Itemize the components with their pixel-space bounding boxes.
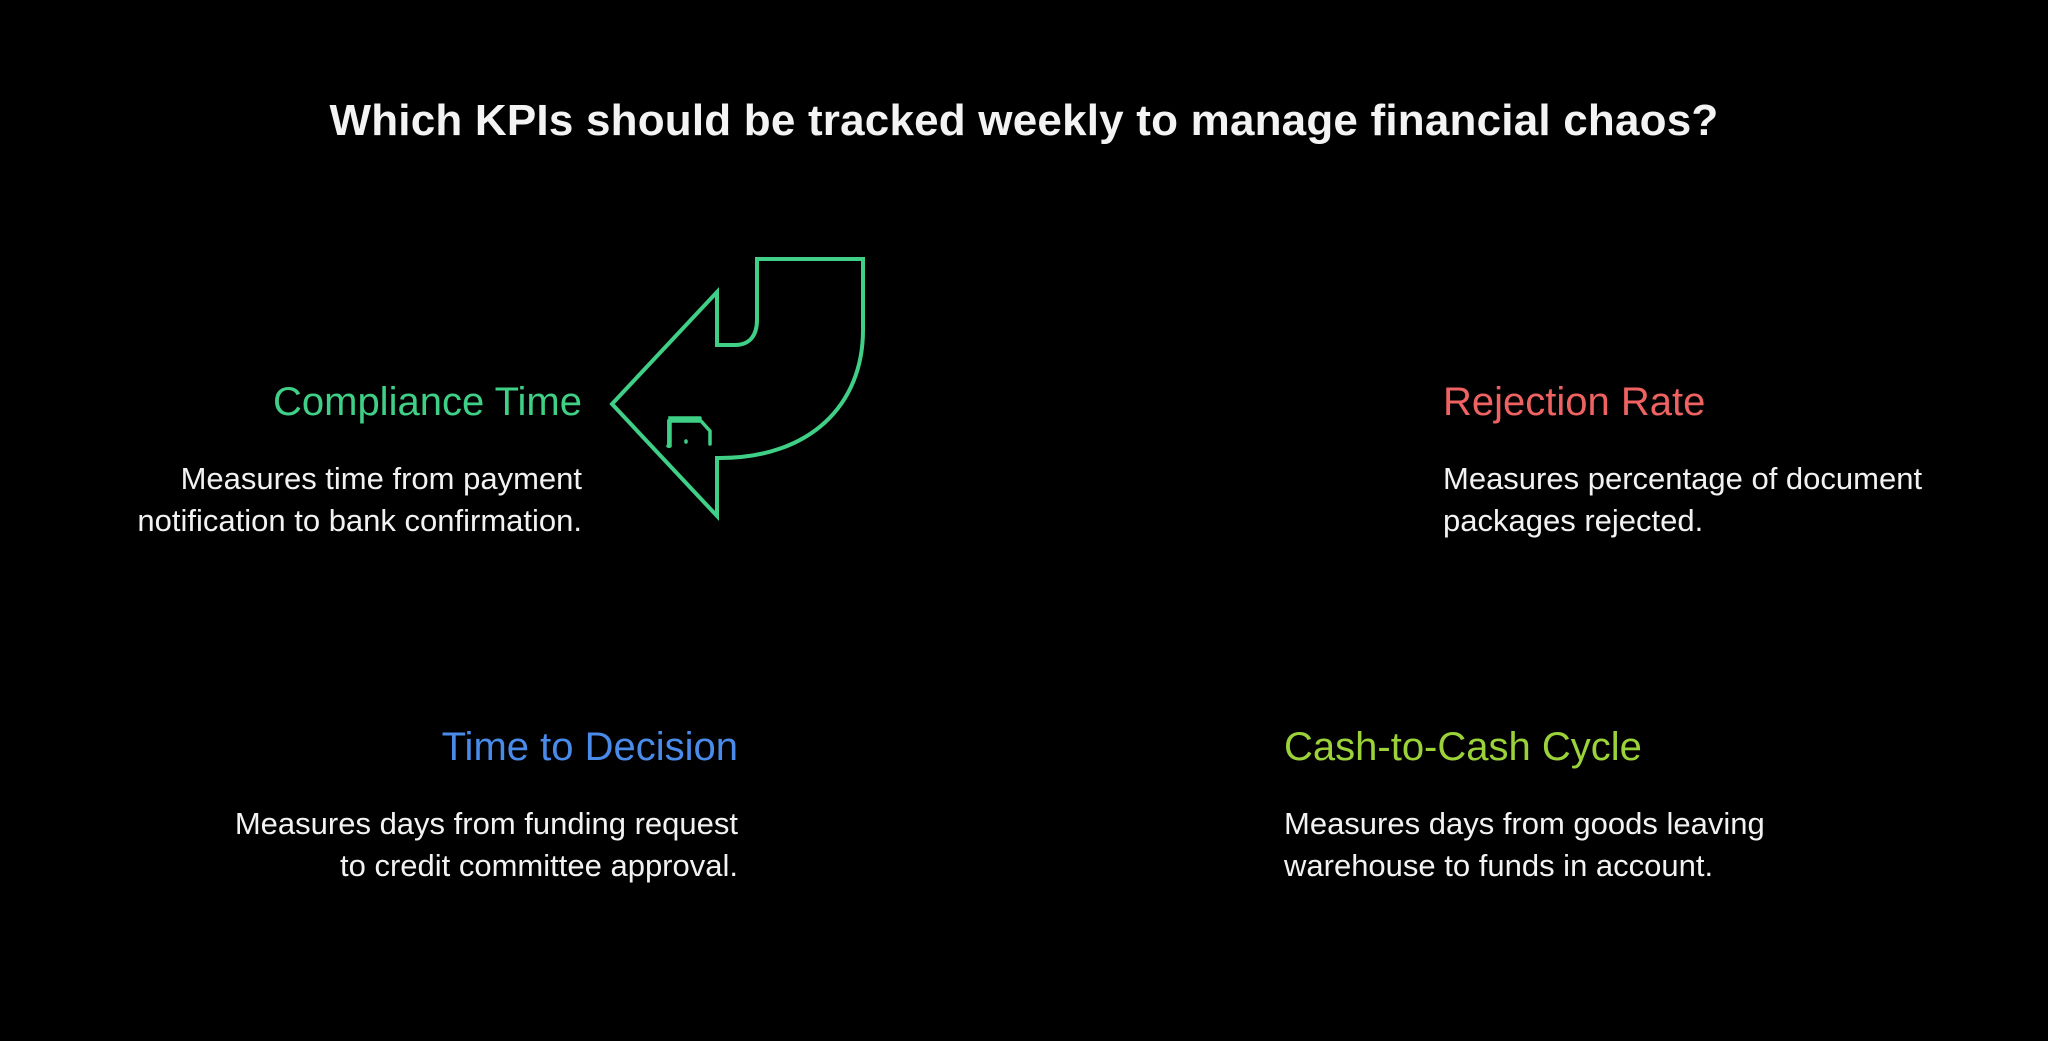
kpi-label-time-to-decision: Time to Decision — [441, 725, 738, 769]
kpi-label-compliance-time: Compliance Time — [272, 380, 582, 424]
arrow-compliance-time — [609, 257, 865, 522]
kpi-description-rejection-rate: Measures percentage of document packages… — [1443, 461, 1923, 538]
kpi-label-cash-to-cash-cycle: Cash-to-Cash Cycle — [1284, 725, 1642, 769]
kpi-description-time-to-decision: Measures days from funding request to cr… — [234, 806, 738, 883]
diagram-title: Which KPIs should be tracked weekly to m… — [329, 96, 1719, 145]
kpi-description-cash-to-cash-cycle: Measures days from goods leaving warehou… — [1284, 806, 1765, 883]
document-clock-check-icon — [666, 416, 712, 448]
kpi-label-rejection-rate: Rejection Rate — [1443, 380, 1706, 424]
kpi-description-compliance-time: Measures time from payment notification … — [137, 461, 582, 538]
